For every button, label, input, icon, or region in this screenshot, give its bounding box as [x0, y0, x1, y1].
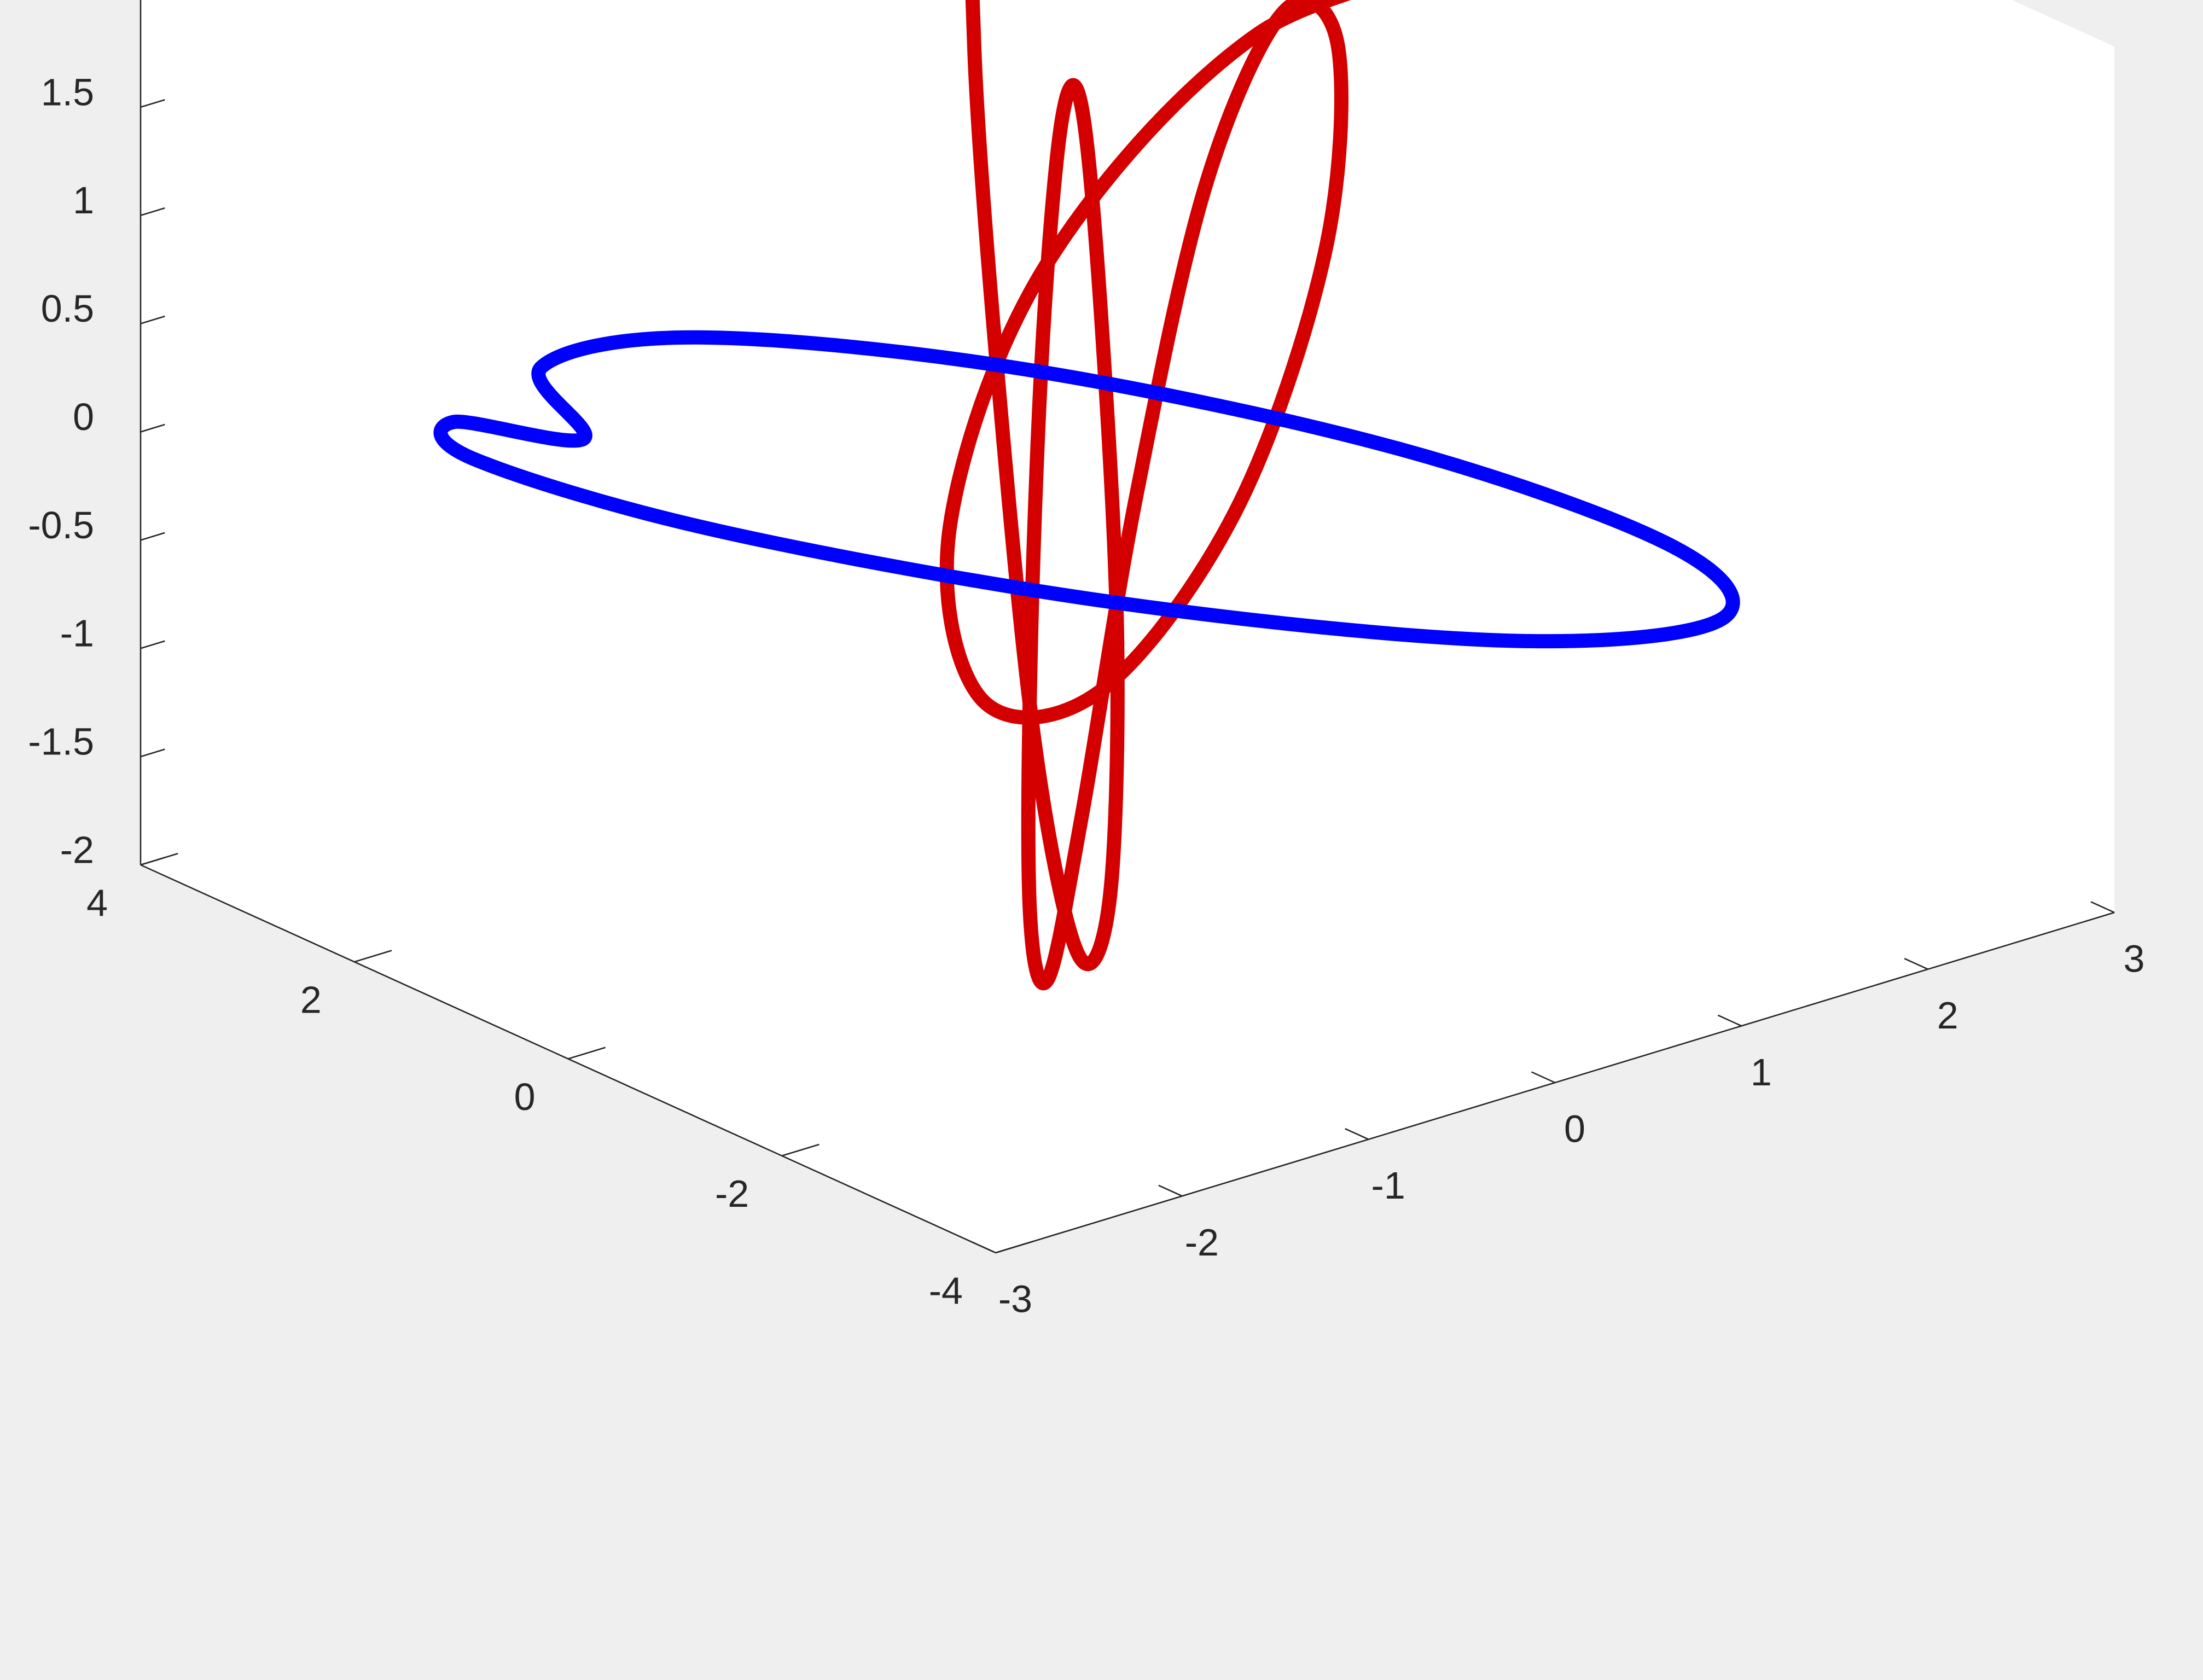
x-tick-label: -3 [998, 1277, 1032, 1320]
z-tick-label: -0.5 [28, 504, 94, 547]
z-tick-mark [140, 640, 165, 649]
x-tick-label: 1 [1751, 1051, 1772, 1094]
x-tick-mark [1904, 957, 1928, 970]
y-tick-label: 0 [514, 1076, 536, 1118]
y-tick-mark [354, 950, 392, 963]
z-tick-mark [140, 857, 165, 866]
x-tick-mark [1158, 1184, 1183, 1197]
y-tick-label: -2 [715, 1172, 749, 1215]
z-tick-label: -2 [60, 828, 94, 871]
axis-ticks: -3 -2 -1 0 1 2 3 -4 -2 0 2 4 -2 -1.5 -1 -0.5 0 0.5 1 1.5 2 [28, 0, 2144, 1320]
z-tick-label: 0 [73, 396, 94, 438]
x-tick-mark [1717, 1014, 1742, 1027]
z-tick-mark [140, 315, 165, 324]
z-tick-mark [140, 532, 165, 541]
x-tick-label: 3 [2124, 937, 2145, 980]
x-tick-label: 0 [1564, 1107, 1585, 1150]
z-tick-label: 0.5 [41, 287, 94, 330]
z-tick-label: 2 [73, 0, 94, 5]
x-tick-label: 2 [1937, 994, 1958, 1037]
y-tick-label: 4 [86, 881, 108, 924]
z-tick-label: 1 [73, 179, 94, 222]
blue-ellipse-series [433, 330, 1740, 649]
x-tick-mark [1531, 1071, 1556, 1084]
x-tick-mark [2090, 901, 2115, 914]
z-tick-mark [140, 748, 165, 758]
z-tick-mark [140, 207, 165, 216]
red-curve-series [939, 0, 1351, 991]
y-tick-label: -4 [929, 1269, 963, 1312]
z-tick-mark [140, 99, 165, 108]
z-tick-label: -1.5 [28, 720, 94, 763]
z-tick-label: 1.5 [41, 71, 94, 113]
x-tick-mark [1345, 1127, 1369, 1140]
y-tick-mark [781, 1143, 819, 1156]
x-tick-label: -2 [1185, 1221, 1219, 1264]
y-tick-mark [568, 1047, 606, 1060]
y-tick-label: 2 [300, 979, 322, 1021]
z-tick-label: -1 [60, 612, 94, 655]
z-tick-mark [140, 423, 165, 433]
axes-plot-area [141, 0, 2114, 1253]
x-tick-mark [972, 1241, 996, 1254]
x-tick-label: -1 [1371, 1164, 1405, 1207]
y-tick-mark [995, 1241, 1033, 1254]
curves [433, 0, 1740, 991]
